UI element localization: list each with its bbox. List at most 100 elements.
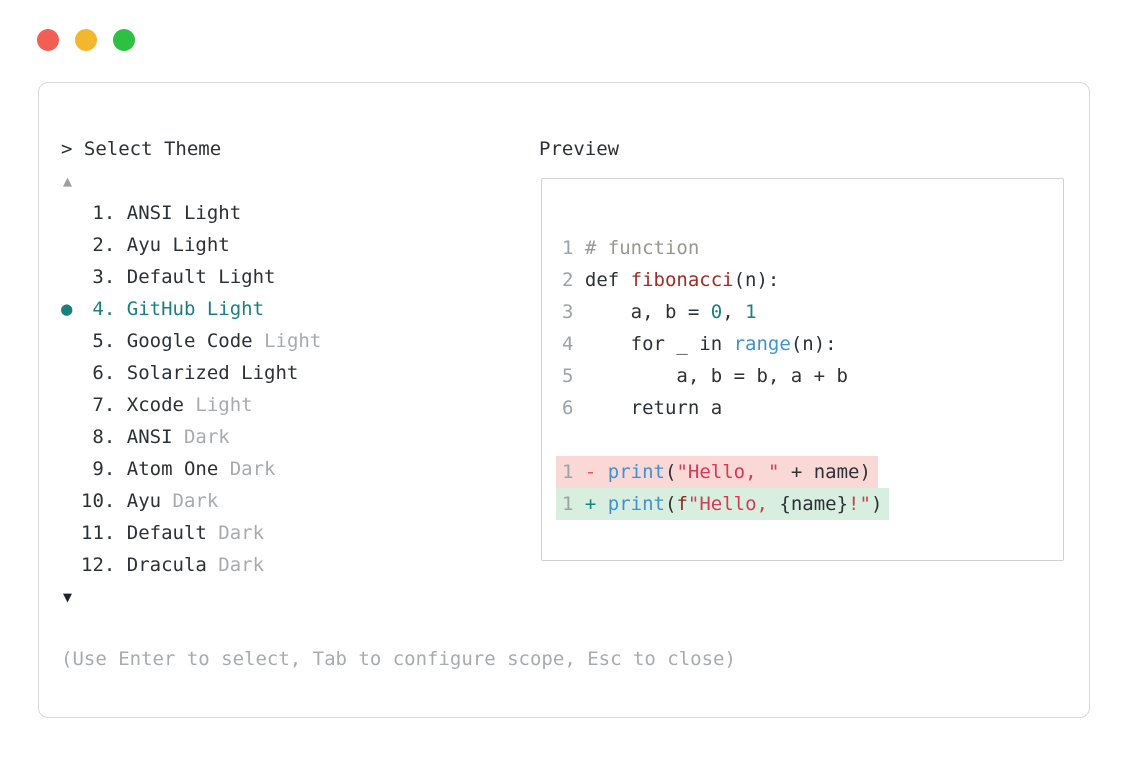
zoom-button[interactable] [113,29,135,51]
token-darkred: f [676,493,688,515]
theme-item-variant: Dark [218,554,265,576]
theme-item-label: Xcode [126,394,184,416]
theme-item-number: 12. [81,554,116,576]
window-controls [37,29,135,51]
theme-item-label: Atom One [126,458,219,480]
token-plain: {name} [779,493,849,515]
theme-item-google-code[interactable]: 5. Google Code Light [61,325,321,357]
theme-item-label: ANSI [126,426,173,448]
token-blue: print [607,493,665,515]
token-plain: return a [584,397,723,419]
scroll-down-icon[interactable]: ▼ [63,588,73,606]
theme-item-number: 2. [92,234,116,256]
token-plain: ) [870,493,883,515]
token-lineno: 4 [562,333,585,355]
theme-item-variant: Dark [172,490,219,512]
token-plain: for _ in [584,333,734,355]
theme-item-number: 10. [81,490,116,512]
token-plain: + name) [779,461,871,483]
token-teal: 1 [745,301,757,323]
token-teal: 0 [710,301,723,323]
token-red: - [584,461,608,483]
scroll-up-icon[interactable]: ▲ [63,172,73,190]
theme-item-label: Default [126,522,207,544]
code-line-content: 1 # function [562,232,699,264]
code-line: 5 a, b = b, a + b [562,360,889,392]
theme-item-default-light[interactable]: 3. Default Light [61,261,321,293]
theme-item-number: 7. [92,394,116,416]
theme-item-xcode[interactable]: 7. Xcode Light [61,389,321,421]
theme-item-label: ANSI Light [126,202,242,224]
theme-item-variant: Dark [229,458,276,480]
token-lineno: 2 [562,269,585,291]
token-lineno: 6 [562,397,585,419]
theme-item-number: 4. [92,298,116,320]
close-button[interactable] [37,29,59,51]
token-lineno: 1 [562,237,585,259]
preview-title: Preview [539,138,620,160]
theme-item-number: 3. [92,266,116,288]
theme-item-number: 9. [92,458,116,480]
code-line: 3 a, b = 0, 1 [562,296,889,328]
theme-item-number: 8. [92,426,116,448]
theme-item-label: Solarized Light [126,362,299,384]
token-lineno: 5 [562,365,585,387]
token-str: "Hello, " [676,461,780,483]
code-line-content: 2 def fibonacci(n): [562,264,779,296]
token-lineno: 1 [562,461,585,483]
theme-item-ayu[interactable]: 10. Ayu Dark [61,485,321,517]
keyboard-hint: (Use Enter to select, Tab to configure s… [61,648,736,670]
code-line: 2 def fibonacci(n): [562,264,889,296]
code-line-content: 5 a, b = b, a + b [562,360,848,392]
theme-item-label: Google Code [126,330,253,352]
code-line-content: 1 + print(f"Hello, {name}!") [556,488,890,520]
theme-item-variant: Light [264,330,322,352]
code-line-content: 1 - print("Hello, " + name) [556,456,878,488]
token-plain: , [722,301,746,323]
theme-item-variant: Light [195,394,253,416]
theme-item-solarized-light[interactable]: 6. Solarized Light [61,357,321,389]
theme-item-label: GitHub Light [126,298,265,320]
code-line: 6 return a [562,392,889,424]
theme-item-number: 5. [92,330,116,352]
theme-item-default[interactable]: 11. Default Dark [61,517,321,549]
token-plain: a, b = [584,301,711,323]
token-blue: range [733,333,791,355]
diff-removed-line: 1 - print("Hello, " + name) [556,456,889,488]
code-line: 1 # function [562,232,889,264]
diff-added-line: 1 + print(f"Hello, {name}!") [556,488,890,520]
token-lineno: 3 [562,301,585,323]
token-func: fibonacci [630,269,734,291]
theme-item-ayu-light[interactable]: 2. Ayu Light [61,229,321,261]
token-comment: # function [584,237,700,259]
token-blue: print [607,461,665,483]
token-lineno: 1 [562,493,585,515]
token-plain: ( [664,493,677,515]
minimize-button[interactable] [75,29,97,51]
selected-bullet-icon: ● [61,298,73,320]
theme-item-dracula[interactable]: 12. Dracula Dark [61,549,321,581]
theme-item-label: Dracula [126,554,207,576]
code-line-content: 3 a, b = 0, 1 [562,296,757,328]
code-line: 4 for _ in range(n): [562,328,889,360]
code-line-content: 6 return a [562,392,722,424]
theme-item-atom-one[interactable]: 9. Atom One Dark [61,453,321,485]
theme-item-github-light[interactable]: ● 4. GitHub Light [61,293,321,325]
theme-item-number: 11. [81,522,116,544]
token-str: "Hello, [687,493,780,515]
token-plain: (n): [790,333,837,355]
theme-item-label: Ayu Light [126,234,230,256]
theme-item-ansi[interactable]: 8. ANSI Dark [61,421,321,453]
token-plain: a, b = b, a + b [584,365,848,387]
token-teal: + [584,493,608,515]
code-line-content: 4 for _ in range(n): [562,328,837,360]
theme-item-ansi-light[interactable]: 1. ANSI Light [61,197,321,229]
token-plain: (n): [733,269,780,291]
theme-item-label: Default Light [126,266,276,288]
theme-item-variant: Dark [218,522,265,544]
select-theme-prompt: > Select Theme [61,138,222,160]
